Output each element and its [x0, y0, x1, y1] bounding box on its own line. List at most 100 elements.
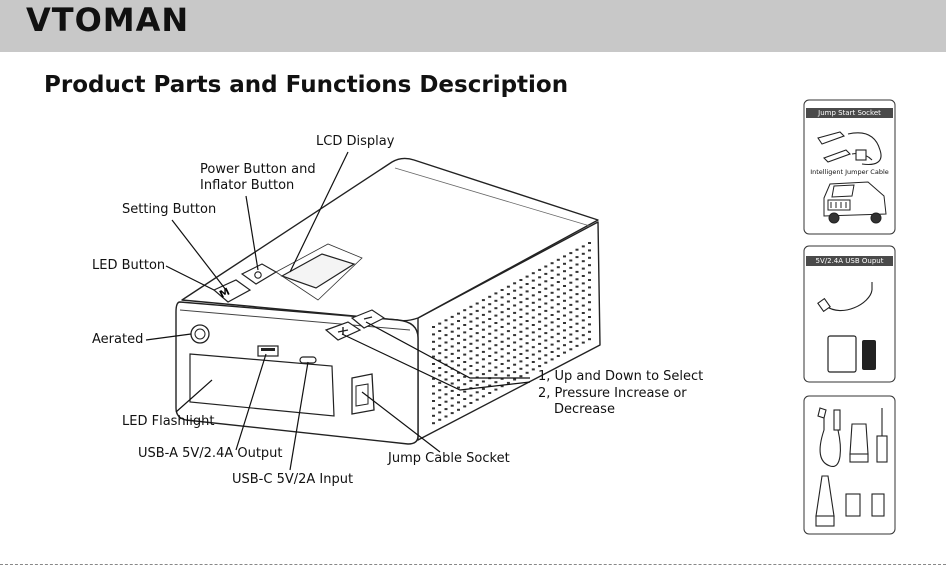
vent-hole — [588, 272, 591, 274]
vent-hole — [563, 300, 566, 302]
side-panel-jump-start — [804, 100, 895, 234]
vent-hole — [538, 276, 541, 278]
label-aerated: Aerated — [92, 332, 143, 348]
vent-hole — [451, 323, 454, 325]
vent-hole — [588, 294, 591, 296]
vent-hole — [476, 303, 479, 305]
vent-hole — [463, 317, 466, 319]
vent-hole — [532, 294, 535, 296]
vent-hole — [457, 313, 460, 315]
vent-hole — [482, 373, 485, 375]
vent-hole — [501, 348, 504, 350]
vent-hole — [463, 331, 466, 333]
vent-hole — [488, 296, 491, 298]
label-usb-c: USB-C 5V/2A Input — [232, 472, 353, 488]
vent-hole — [469, 350, 472, 352]
vent-hole — [544, 310, 547, 312]
vent-hole — [526, 305, 529, 307]
vent-hole — [488, 311, 491, 313]
vent-hole — [563, 329, 566, 331]
vent-hole — [544, 332, 547, 334]
vent-hole — [507, 308, 510, 310]
vent-hole — [457, 335, 460, 337]
vent-hole — [551, 336, 554, 338]
vent-hole — [488, 340, 491, 342]
vent-hole — [501, 296, 504, 298]
vent-hole — [582, 342, 585, 344]
vent-hole — [551, 358, 554, 360]
vent-hole — [451, 316, 454, 318]
label-power-button-line1: Power Button and — [200, 162, 316, 178]
vent-hole — [451, 397, 454, 399]
vent-hole — [432, 393, 435, 395]
vent-hole — [563, 278, 566, 280]
vent-hole — [551, 284, 554, 286]
vent-hole — [538, 313, 541, 315]
vent-hole — [582, 253, 585, 255]
vent-hole — [507, 301, 510, 303]
vent-hole — [532, 272, 535, 274]
vent-hole — [557, 318, 560, 320]
vent-hole — [582, 334, 585, 336]
vent-hole — [588, 338, 591, 340]
vent-hole — [569, 311, 572, 313]
vent-hole — [482, 388, 485, 390]
vent-hole — [569, 274, 572, 276]
vent-hole — [519, 353, 522, 355]
vent-hole — [494, 300, 497, 302]
vent-hole — [469, 306, 472, 308]
vent-hole — [569, 326, 572, 328]
vent-hole — [507, 360, 510, 362]
vent-hole — [582, 245, 585, 247]
vent-hole — [526, 350, 529, 352]
vent-hole — [551, 262, 554, 264]
vent-hole — [507, 338, 510, 340]
vent-hole — [513, 342, 516, 344]
vent-hole — [538, 350, 541, 352]
label-led-button: LED Button — [92, 258, 165, 274]
vent-hole — [494, 359, 497, 361]
vent-hole — [513, 356, 516, 358]
vent-hole — [445, 401, 448, 403]
vent-hole — [476, 310, 479, 312]
vent-hole — [488, 370, 491, 372]
vent-hole — [513, 327, 516, 329]
vent-hole — [557, 325, 560, 327]
vent-hole — [507, 345, 510, 347]
vent-hole — [538, 269, 541, 271]
vent-hole — [451, 331, 454, 333]
vent-hole — [438, 397, 441, 399]
vent-hole — [469, 321, 472, 323]
phone-icon — [862, 340, 876, 370]
vent-hole — [563, 352, 566, 354]
vent-hole — [526, 320, 529, 322]
vent-hole — [588, 279, 591, 281]
vent-hole — [476, 332, 479, 334]
vent-hole — [519, 279, 522, 281]
vent-hole — [569, 267, 572, 269]
vent-hole — [476, 317, 479, 319]
vent-hole — [507, 330, 510, 332]
vent-hole — [445, 393, 448, 395]
vent-hole — [563, 344, 566, 346]
vent-hole — [588, 309, 591, 311]
vent-hole — [519, 309, 522, 311]
vent-hole — [538, 336, 541, 338]
vent-hole — [569, 304, 572, 306]
vent-hole — [457, 357, 460, 359]
vent-hole — [463, 391, 466, 393]
vent-hole — [551, 270, 554, 272]
vent-hole — [569, 260, 572, 262]
vent-hole — [451, 412, 454, 414]
vent-hole — [557, 288, 560, 290]
vent-hole — [576, 256, 579, 258]
vent-hole — [432, 363, 435, 365]
vent-hole — [469, 372, 472, 374]
vent-hole — [501, 289, 504, 291]
vent-hole — [482, 381, 485, 383]
vent-hole — [432, 326, 435, 328]
vent-hole — [438, 352, 441, 354]
vent-hole — [544, 288, 547, 290]
vent-hole — [432, 415, 435, 417]
vent-hole — [551, 307, 554, 309]
